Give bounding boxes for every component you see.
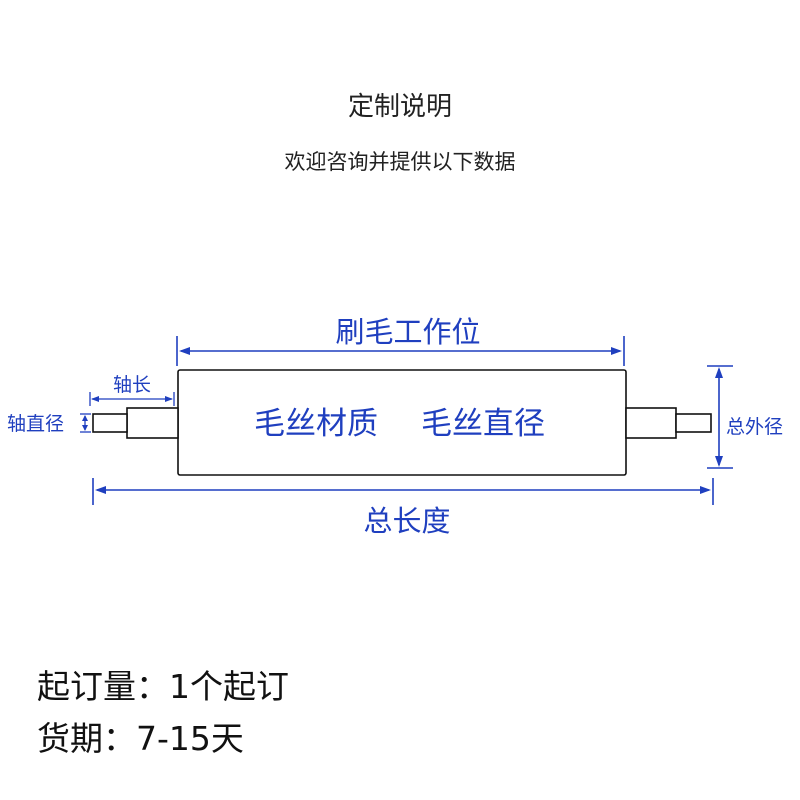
outer-diameter-dimension: [707, 365, 733, 469]
bristle-material-label: 毛丝材质: [254, 406, 378, 442]
right-shaft-inner: [675, 413, 712, 433]
left-shaft-outer: [126, 407, 179, 439]
page-title: 定制说明: [347, 92, 452, 122]
shaft-length-dimension: [89, 392, 175, 406]
lead-time-text: 货期：7-15天: [37, 719, 244, 758]
page-subtitle: 欢迎咨询并提供以下数据: [284, 150, 516, 174]
bristle-diameter-label: 毛丝直径: [421, 406, 545, 442]
brush-length-dimension: [176, 336, 625, 366]
brush-length-label: 刷毛工作位: [335, 315, 480, 349]
total-length-label: 总长度: [363, 504, 450, 538]
shaft-length-label: 轴长: [113, 374, 151, 396]
outer-diameter-label: 总外径: [726, 416, 783, 438]
shaft-diameter-dimension: [80, 413, 91, 433]
brush-body: [177, 369, 627, 476]
moq-text: 起订量：1个起订: [37, 667, 289, 706]
shaft-diameter-label: 轴直径: [7, 413, 64, 435]
total-length-dimension: [92, 478, 714, 505]
left-shaft-inner: [92, 413, 128, 433]
right-shaft-outer: [625, 407, 677, 439]
